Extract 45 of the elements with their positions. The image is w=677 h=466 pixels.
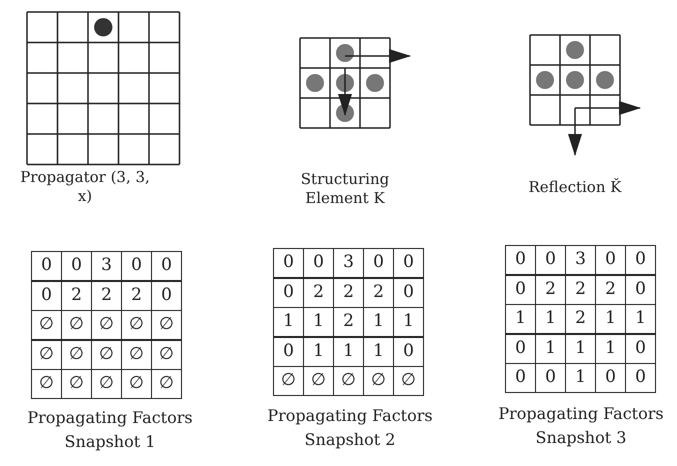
grid-cell: ∅: [31, 369, 62, 399]
figure-caption: Propagating Factors Snapshot 3: [497, 403, 665, 449]
grid-cell: ∅: [31, 340, 62, 370]
grid-cell: 0: [363, 248, 394, 278]
grid-cell: 0: [151, 251, 182, 281]
grid-cell: 0: [303, 248, 334, 278]
grid-cell: 3: [333, 248, 364, 278]
grid-cell: 0: [505, 334, 536, 364]
grid-cell: ∅: [151, 369, 182, 399]
grid-cell: ∅: [151, 340, 182, 370]
grid-cell: 0: [273, 336, 304, 366]
grid-cell: 0: [393, 248, 424, 278]
grid-cell: ∅: [273, 366, 304, 396]
grid-cell: 0: [61, 251, 92, 281]
grid-cell: 1: [393, 307, 424, 337]
grid-cell: 0: [625, 274, 656, 304]
grid-cell: 3: [91, 251, 122, 281]
grid-cell: 0: [273, 248, 304, 278]
grid-cell: 1: [625, 304, 656, 334]
figure-caption: Structuring Element K: [300, 170, 390, 208]
grid-cell: 0: [505, 363, 536, 393]
grid-cell: ∅: [151, 310, 182, 340]
grid-cell: 0: [273, 278, 304, 308]
grid-cell: 0: [505, 245, 536, 275]
grid-cell: 0: [595, 245, 626, 275]
figure-caption: Propagator (3, 3, x): [20, 168, 150, 206]
grid-cell: ∅: [31, 310, 62, 340]
grid-cell: 0: [31, 280, 62, 310]
grid-cell: 1: [273, 307, 304, 337]
grid-cell: 0: [535, 245, 566, 275]
grid-cell: 0: [121, 251, 152, 281]
figure-caption: Propagating Factors Snapshot 2: [266, 405, 434, 451]
grid-cell: 0: [151, 280, 182, 310]
grid-cell: 0: [625, 363, 656, 393]
grid-cell: 0: [393, 336, 424, 366]
figure-caption: Propagating Factors Snapshot 1: [26, 407, 194, 453]
grid-cell: 0: [625, 245, 656, 275]
grid-cell: ∅: [393, 366, 424, 396]
grid-cell: 0: [31, 251, 62, 281]
grid-cell: 0: [625, 334, 656, 364]
figure-caption: Reflection Ǩ: [528, 178, 623, 197]
grid-cell: 1: [505, 304, 536, 334]
grid-cell: 0: [505, 274, 536, 304]
grid-cell: 3: [565, 245, 596, 275]
grid-cell: 0: [393, 278, 424, 308]
